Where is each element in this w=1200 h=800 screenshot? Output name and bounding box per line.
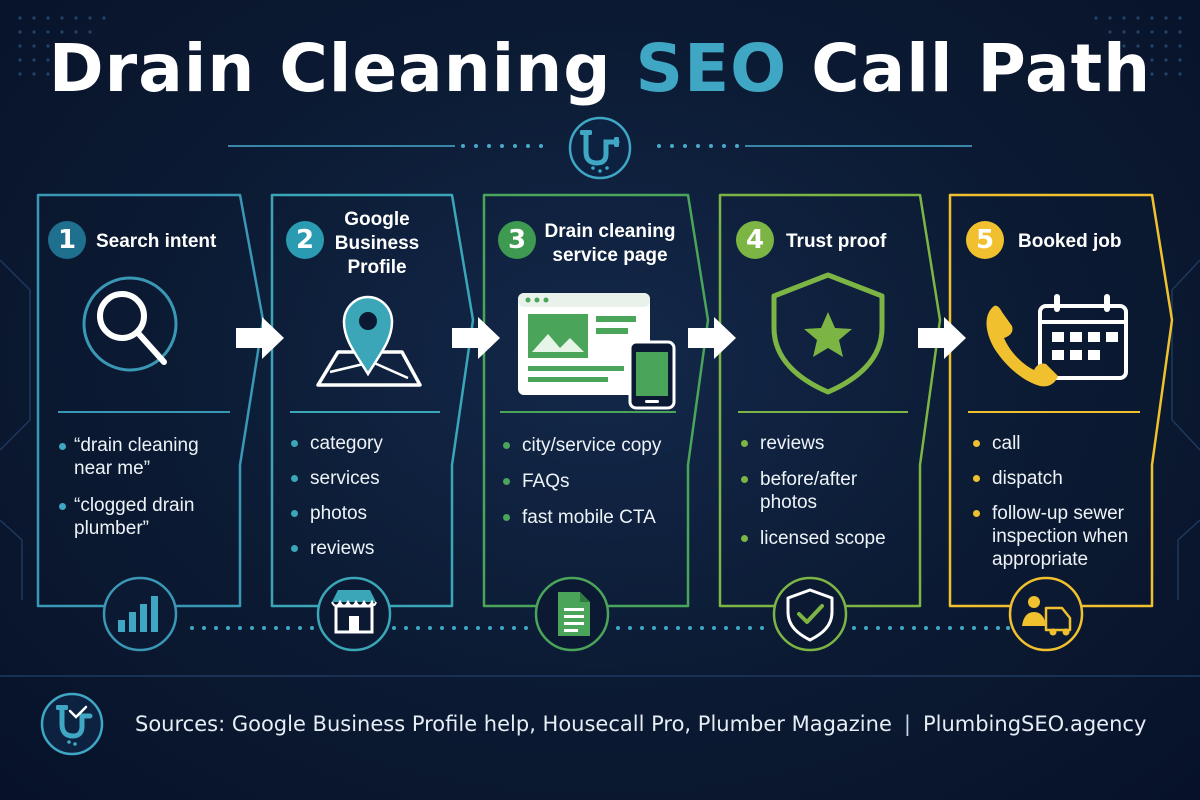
site-link[interactable]: PlumbingSEO.agency: [922, 712, 1147, 736]
step-2-bullet-3: photos: [310, 503, 368, 524]
list-item: licensed scope: [740, 527, 910, 550]
step-4-bullets: reviews before/after photos licensed sco…: [740, 432, 910, 563]
arrow-4-5: [918, 317, 966, 359]
webpage-mobile-icon: [518, 293, 676, 410]
step-2-title: Google Business Profile: [334, 209, 420, 278]
title-suffix: Call Path: [811, 30, 1152, 107]
step-5-bullet-3: follow-up sewer inspection when appropri…: [992, 503, 1129, 570]
dot-grid-left: [18, 16, 106, 76]
step-3-badge: 3: [498, 221, 536, 259]
arrow-3-4: [688, 317, 736, 359]
title-prefix: Drain Cleaning: [48, 30, 612, 107]
list-item: services: [290, 467, 440, 490]
step-5-title: Booked job: [1018, 231, 1122, 252]
step-5-bullets: call dispatch follow-up sewer inspection…: [972, 432, 1148, 583]
step-3-bullets: city/service copy FAQs fast mobile CTA: [502, 434, 682, 542]
list-item: category: [290, 432, 440, 455]
list-item: call: [972, 432, 1148, 455]
list-item: before/after photos: [740, 468, 910, 514]
card-5-outline: [948, 193, 1174, 608]
step-2-bullets: category services photos reviews: [290, 432, 440, 572]
step-4-badge: 4: [736, 221, 774, 259]
dispatch-van-icon: [1008, 576, 1084, 652]
bottom-dotted-connector: [190, 626, 1010, 630]
pipe-emblem-icon: [568, 116, 632, 180]
list-item: “drain cleaning near me”: [58, 434, 230, 480]
step-5-bullet-2: dispatch: [992, 468, 1063, 489]
list-item: reviews: [740, 432, 910, 455]
step-2-bullet-2: services: [310, 468, 380, 489]
shield-check-icon: [772, 576, 848, 652]
arrow-2-3: [452, 317, 500, 359]
pipe-logo-icon: [40, 692, 104, 756]
shield-star-icon: [771, 272, 885, 395]
title-divider: [228, 144, 972, 148]
circuit-lines: [0, 259, 1200, 600]
step-4-bullet-3: licensed scope: [760, 528, 886, 549]
step-3-bullet-2: FAQs: [522, 471, 570, 492]
step-4-title: Trust proof: [786, 231, 887, 252]
step-1-badge: 1: [48, 221, 86, 259]
list-item: reviews: [290, 537, 440, 560]
card-1-outline: [36, 193, 265, 608]
step-2-badge: 2: [286, 221, 324, 259]
step-2-bullet-4: reviews: [310, 538, 375, 559]
card-3-outline: [482, 193, 710, 608]
footer-sources: Sources: Google Business Profile help, H…: [135, 712, 1146, 736]
card-4-outline: [718, 193, 942, 608]
arrow-1-2: [236, 317, 284, 359]
step-1-bullet-1: “drain cleaning near me”: [74, 435, 199, 479]
step-1-bullets: “drain cleaning near me” “clogged drain …: [58, 434, 230, 554]
step-5-bullet-1: call: [992, 433, 1021, 454]
bar-chart-icon: [102, 576, 178, 652]
footer-separator: |: [903, 712, 911, 736]
step-3-bullet-3: fast mobile CTA: [522, 507, 656, 528]
phone-calendar-icon: [986, 294, 1128, 387]
list-item: fast mobile CTA: [502, 506, 682, 529]
step-3-bullet-1: city/service copy: [522, 435, 662, 456]
map-pin-icon: [316, 295, 422, 387]
list-item: city/service copy: [502, 434, 682, 457]
dot-grid-right: [1094, 16, 1182, 76]
page-title: Drain Cleaning SEO Call Path: [0, 30, 1200, 107]
step-3-title: Drain cleaning service page: [544, 221, 676, 266]
step-2-bullet-1: category: [310, 433, 383, 454]
sources-text: Sources: Google Business Profile help, H…: [135, 712, 892, 736]
title-accent: SEO: [635, 30, 788, 107]
step-4-bullet-2: before/after photos: [760, 469, 858, 513]
storefront-icon: [316, 576, 392, 652]
list-item: dispatch: [972, 467, 1148, 490]
list-item: FAQs: [502, 470, 682, 493]
step-1-bullet-2: “clogged drain plumber”: [74, 495, 195, 539]
list-item: follow-up sewer inspection when appropri…: [972, 502, 1148, 571]
magnifier-icon: [82, 276, 178, 372]
list-item: photos: [290, 502, 440, 525]
list-item: “clogged drain plumber”: [58, 494, 230, 540]
step-5-badge: 5: [966, 221, 1004, 259]
document-icon: [534, 576, 610, 652]
step-1-title: Search intent: [96, 231, 217, 252]
card-2-outline: [270, 193, 475, 608]
step-4-bullet-1: reviews: [760, 433, 825, 454]
